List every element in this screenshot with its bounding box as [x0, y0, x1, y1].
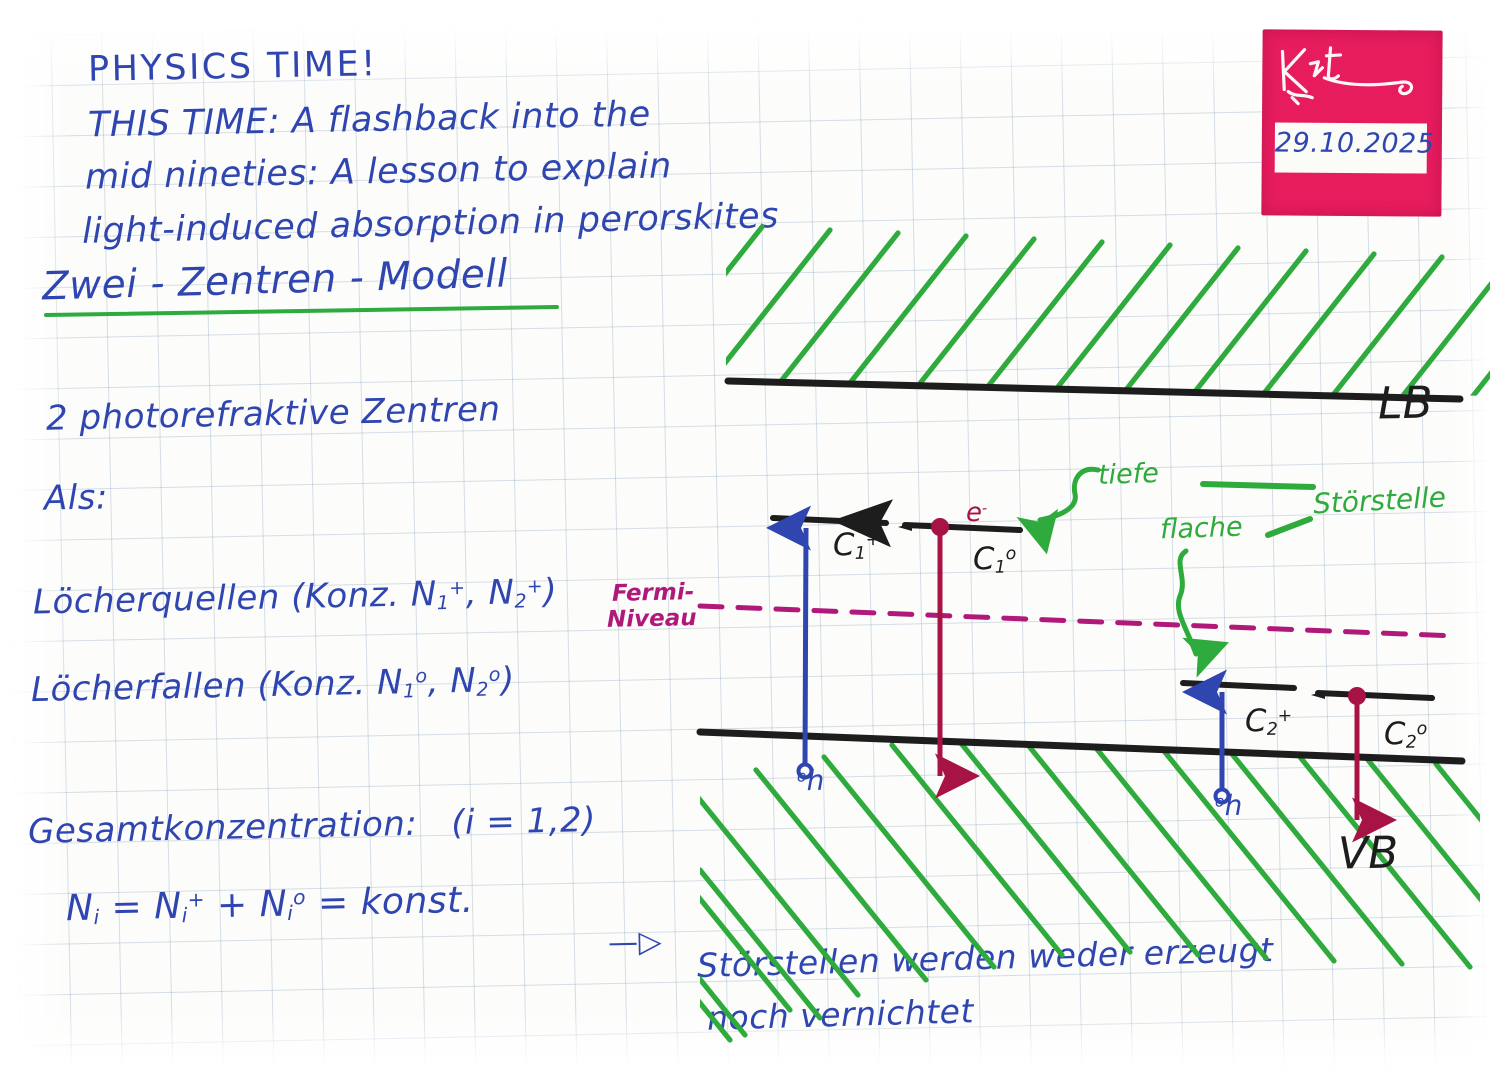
- sym-sub: 2: [1266, 719, 1279, 740]
- level-c1-plus-line: [770, 499, 894, 548]
- level-c1-zero-line: [902, 522, 1023, 533]
- sym-base: h: [1224, 788, 1243, 823]
- sym-sup: o: [1005, 544, 1017, 565]
- shallow-level-pointer-arrow: [1175, 548, 1229, 678]
- valence-band-line: [696, 728, 1466, 765]
- sym-sub: 1: [994, 557, 1007, 578]
- level-c2-plus-line: [1180, 680, 1297, 691]
- hole-marker-c2: [1213, 787, 1231, 805]
- conduction-band-hatching: [726, 224, 1490, 396]
- level-c1-zero-arrowhead: [898, 523, 912, 531]
- valence-band-label: VB: [1337, 827, 1399, 880]
- shallow-brace-stroke: [1265, 516, 1313, 538]
- hole-marker-c1: [796, 762, 814, 780]
- electron-label: e-: [966, 498, 988, 528]
- electron-marker-c2: [1348, 687, 1366, 705]
- hole-label-left: oh: [797, 764, 825, 797]
- fermi-level-label-line-1: Fermi-: [611, 579, 695, 607]
- signature-icon: [1280, 46, 1414, 106]
- sym-sup: +: [865, 530, 881, 551]
- sym-base: C: [972, 541, 995, 578]
- sym-base: C: [832, 527, 855, 564]
- shallow-defect-label: flache: [1159, 511, 1244, 546]
- stamp-date-box: 29.10.2025: [1274, 122, 1435, 174]
- fermi-level-label-line-2: Niveau: [606, 605, 697, 633]
- sym-sup: o: [1416, 719, 1428, 740]
- hole-label-right: oh: [1215, 789, 1243, 822]
- conduction-band-label: LB: [1377, 377, 1434, 430]
- stamp-date: 29.10.2025: [1274, 127, 1435, 160]
- electron-marker-c1: [931, 518, 949, 536]
- level-label-c2-plus: C2+: [1245, 703, 1293, 740]
- level-c2-zero-arrowhead: [1311, 691, 1325, 699]
- transition-arrow-c1-plus: [766, 505, 812, 767]
- sym-base: C: [1244, 703, 1267, 740]
- sym-sub: 2: [1405, 732, 1418, 753]
- conduction-band-line: [724, 377, 1464, 403]
- sym-sup: o: [796, 766, 807, 786]
- sym-sup: +: [1277, 706, 1293, 727]
- sym-base: C: [1383, 716, 1406, 753]
- sym-sup: -: [981, 499, 988, 517]
- deep-level-pointer-arrow: [1016, 466, 1101, 555]
- fermi-level-line: [697, 603, 1458, 639]
- level-c2-zero-line: [1315, 690, 1435, 701]
- sym-sub: 1: [854, 543, 867, 564]
- sym-sup: o: [1214, 791, 1225, 811]
- approval-stamp: 29.10.2025: [1261, 29, 1443, 217]
- deep-brace-stroke: [1200, 481, 1316, 490]
- sym-base: e: [965, 497, 983, 529]
- level-label-c2-zero: C2o: [1384, 716, 1428, 753]
- valence-band-hatching: [700, 739, 1480, 1043]
- deep-defect-label: tiefe: [1097, 457, 1160, 492]
- level-label-c1-zero: C1o: [973, 541, 1017, 578]
- defect-label: Störstelle: [1312, 480, 1447, 521]
- level-label-c1-plus: C1+: [833, 527, 881, 564]
- sym-base: h: [806, 763, 825, 798]
